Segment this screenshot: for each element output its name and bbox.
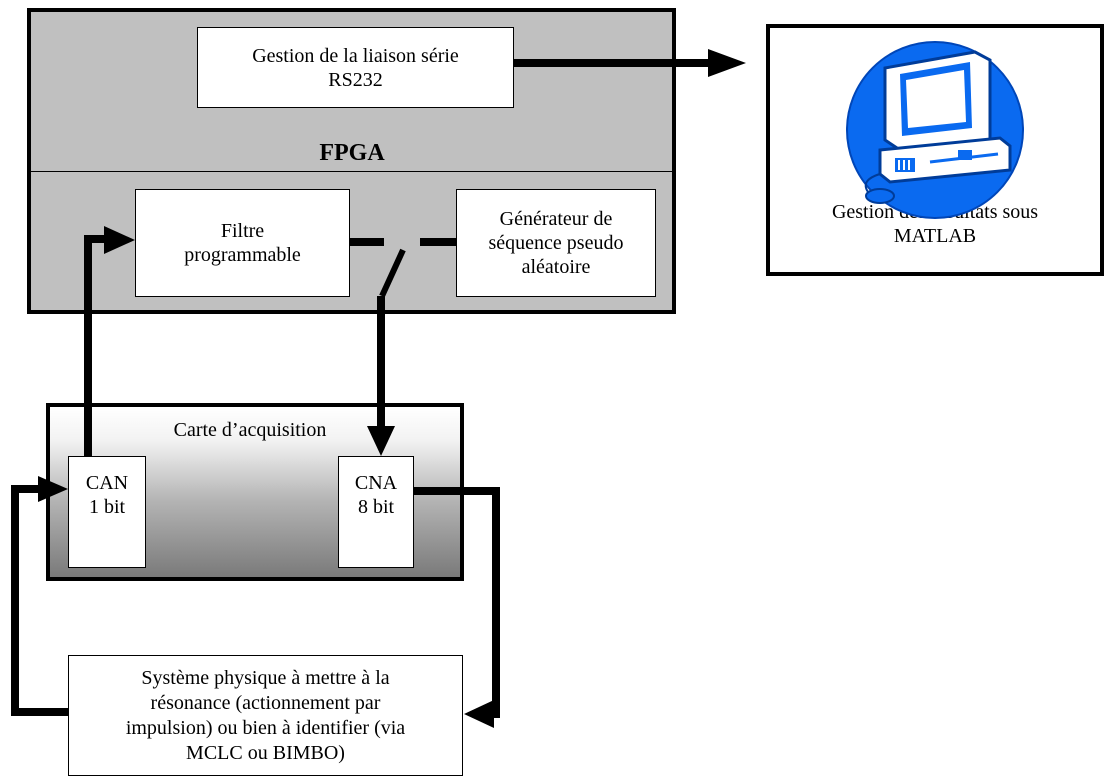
physical-system-line4: MCLC ou BIMBO) [186, 741, 345, 764]
adc-to-filter-arrow [84, 226, 135, 456]
adc-block-line2: 1 bit [88, 496, 126, 518]
fpga-label: FPGA [319, 140, 385, 166]
prbs-block-line3: aléatoire [521, 256, 591, 278]
physical-system-line3: impulsion) ou bien à identifier (via [125, 716, 406, 739]
uart-to-computer-arrow [514, 49, 746, 77]
prbs-block-line1: Générateur de [499, 208, 613, 230]
physical-system-block: Système physique à mettre à la résonance… [68, 655, 463, 776]
uart-block-line1: Gestion de la liaison série [252, 44, 459, 67]
filter-prbs-switch [350, 238, 456, 298]
acquisition-card-label: Carte d’acquisition [173, 419, 327, 441]
switch-to-dac-arrow [367, 296, 395, 456]
system-to-adc-arrow [11, 476, 68, 716]
physical-system-line2: résonance (actionnement par [150, 691, 381, 714]
filter-block: Filtre programmable [135, 189, 350, 297]
physical-system-line1: Système physique à mettre à la [141, 666, 390, 689]
adc-block-line1: CAN [85, 472, 129, 494]
filter-block-line1: Filtre [220, 220, 265, 242]
computer-icon [846, 41, 1024, 219]
fpga-divider [31, 171, 672, 172]
uart-block: Gestion de la liaison série RS232 [197, 27, 514, 108]
filter-block-line2: programmable [184, 244, 301, 266]
computer-caption-line2: MATLAB [893, 225, 977, 247]
dac-block: CNA 8 bit [338, 456, 414, 568]
dac-block-line2: 8 bit [357, 496, 395, 518]
prbs-block-line2: séquence pseudo [488, 232, 624, 254]
prbs-generator-block: Générateur de séquence pseudo aléatoire [456, 189, 656, 297]
dac-block-line1: CNA [354, 472, 398, 494]
dac-to-system-arrow [414, 487, 500, 728]
adc-block: CAN 1 bit [68, 456, 146, 568]
uart-block-line2: RS232 [328, 68, 383, 91]
